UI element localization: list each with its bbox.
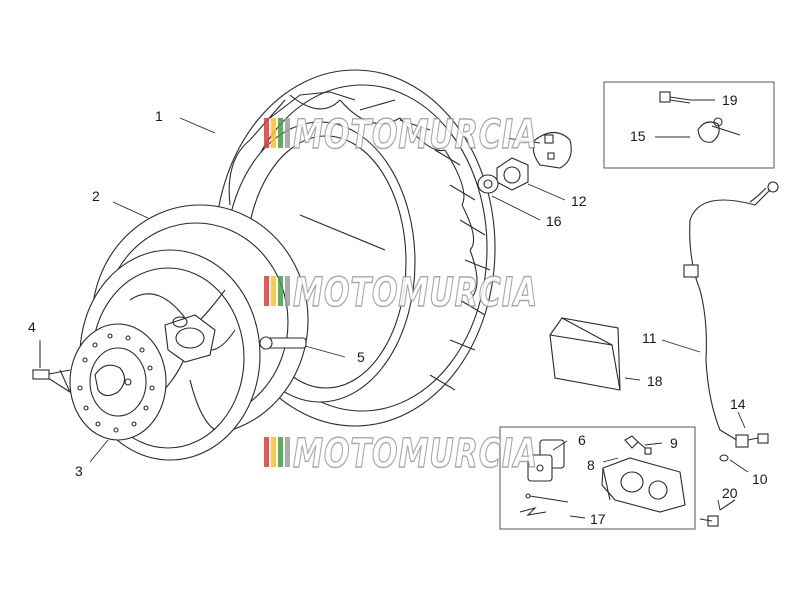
callout-8: 8: [587, 457, 595, 473]
watermark-stripe-green: [278, 118, 283, 148]
callout-3: 3: [75, 463, 83, 479]
callout-17: 17: [590, 511, 606, 527]
disc-bolt: [32, 342, 71, 380]
watermark-middle: MOTOMURCIA: [264, 269, 538, 317]
callout-12: 12: [571, 193, 587, 209]
callout-14: 14: [730, 396, 746, 412]
banjo-bolt: [747, 433, 769, 444]
watermark-stripe-grey: [285, 276, 290, 306]
axle-washer: [477, 174, 499, 194]
callout-2: 2: [92, 188, 100, 204]
callout-18: 18: [647, 373, 663, 389]
pad-pin-spring: [519, 493, 569, 516]
callout-16: 16: [546, 213, 562, 229]
watermark-stripe-yellow: [271, 437, 276, 467]
axle-nut: [496, 157, 529, 191]
callout-15: 15: [630, 128, 646, 144]
watermark-stripe-yellow: [271, 276, 276, 306]
clamp-screw: [659, 91, 691, 104]
leader-lines: [39, 99, 749, 519]
hub-cover: [532, 131, 572, 169]
watermark-logo-text: MOTOMURCIA: [293, 270, 538, 316]
watermark-logo-text: MOTOMURCIA: [293, 431, 538, 477]
manual-booklet: [549, 317, 621, 391]
brake-caliper: [601, 457, 686, 513]
watermark-bottom: MOTOMURCIA: [264, 430, 538, 478]
brake-hose: [683, 181, 779, 462]
callout-19: 19: [722, 92, 738, 108]
callout-9: 9: [670, 435, 678, 451]
watermark-stripe-red: [264, 437, 269, 467]
bleed-screw: [624, 435, 652, 455]
watermark-stripe-yellow: [271, 118, 276, 148]
brake-disc: [47, 323, 167, 441]
callout-1: 1: [155, 108, 163, 124]
callout-11: 11: [642, 330, 657, 346]
watermark-stripe-red: [264, 118, 269, 148]
watermark-logo-text: MOTOMURCIA: [293, 112, 538, 158]
watermark-stripe-grey: [285, 118, 290, 148]
callout-6: 6: [578, 432, 586, 448]
watermark-stripe-red: [264, 276, 269, 306]
watermark-stripe-green: [278, 276, 283, 306]
caliper-bolt: [699, 499, 736, 527]
callout-10: 10: [752, 471, 768, 487]
hose-clamp: [697, 117, 741, 143]
inset-frame-caliper: [499, 426, 696, 530]
callout-5: 5: [357, 349, 365, 365]
callout-4: 4: [28, 319, 36, 335]
watermark-stripe-green: [278, 437, 283, 467]
wheel-axle: [259, 336, 307, 350]
inset-frame-clamp: [603, 81, 775, 169]
watermark-top: MOTOMURCIA: [264, 111, 538, 159]
callout-20: 20: [722, 485, 738, 501]
watermark-stripe-grey: [285, 437, 290, 467]
